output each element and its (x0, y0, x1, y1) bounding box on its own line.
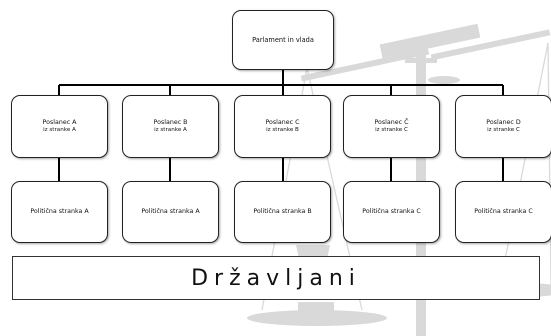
deputy-party-label: iz stranke B (266, 126, 299, 133)
party-label: Politična stranka B (253, 208, 312, 216)
party-node-b: Politična stranka B (234, 181, 331, 243)
deputy-node-d: Poslanec D iz stranke C (455, 95, 551, 158)
party-node-c-2: Politična stranka C (455, 181, 551, 243)
deputy-party-label: iz stranke A (43, 126, 76, 133)
deputy-label: Poslanec A (42, 119, 77, 127)
party-node-a-2: Politična stranka A (122, 181, 219, 243)
deputy-party-label: iz stranke C (487, 126, 520, 133)
deputy-node-c: Poslanec C iz stranke B (234, 95, 331, 158)
deputy-label: Poslanec C (265, 119, 300, 127)
deputy-label: Poslanec Č (374, 119, 409, 127)
citizens-banner-label: Državljani (191, 265, 361, 291)
deputy-party-label: iz stranke A (154, 126, 187, 133)
party-label: Politična stranka A (30, 208, 89, 216)
deputy-label: Poslanec D (486, 119, 521, 127)
deputy-label: Poslanec B (153, 119, 188, 127)
citizens-banner: Državljani (12, 256, 540, 300)
root-node-label: Parlament in vlada (252, 35, 314, 44)
deputy-node-b: Poslanec B iz stranke A (122, 95, 219, 158)
party-label: Politična stranka C (362, 208, 421, 216)
root-node-parliament: Parlament in vlada (232, 10, 334, 70)
party-node-a-1: Politična stranka A (11, 181, 108, 243)
party-label: Politična stranka A (141, 208, 200, 216)
party-label: Politična stranka C (474, 208, 533, 216)
deputy-node-a: Poslanec A iz stranke A (11, 95, 108, 158)
party-node-c-1: Politična stranka C (343, 181, 440, 243)
deputy-party-label: iz stranke C (375, 126, 408, 133)
deputy-node-c-caron: Poslanec Č iz stranke C (343, 95, 440, 158)
